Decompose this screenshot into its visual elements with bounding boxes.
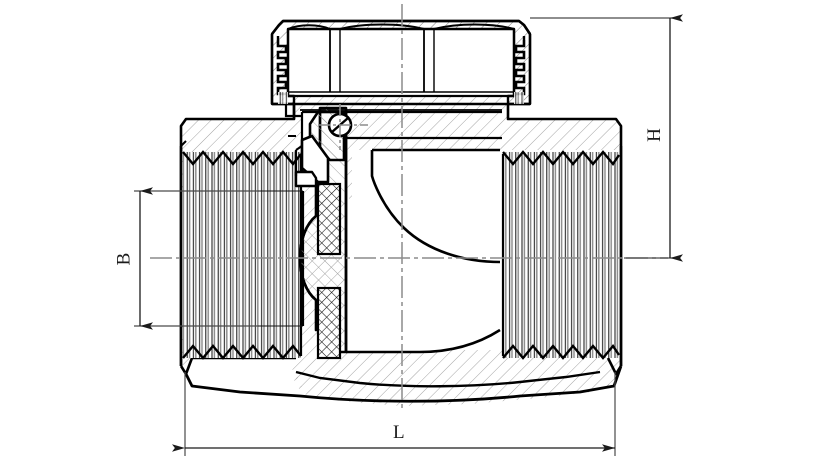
dimension-B [134, 187, 258, 330]
disc-seal-lower [316, 286, 342, 360]
dimension-label-L: L [393, 422, 405, 443]
centerlines [150, 4, 668, 412]
inlet-thread [182, 150, 305, 360]
dimension-L [172, 372, 616, 456]
dimension-label-H: H [643, 128, 665, 142]
bonnet-shelf [284, 104, 302, 137]
dimension-H [530, 14, 683, 262]
bonnet-thread-right [514, 36, 526, 104]
bonnet-cap [270, 19, 532, 111]
dimension-label-B: B [113, 252, 135, 266]
disc-seal-upper [316, 182, 342, 256]
bonnet-thread-left [276, 36, 288, 104]
lower-flow-curve [346, 328, 501, 354]
valve-body-outline [179, 104, 623, 403]
outlet-thread [501, 150, 620, 360]
hinge-arm [294, 110, 346, 188]
